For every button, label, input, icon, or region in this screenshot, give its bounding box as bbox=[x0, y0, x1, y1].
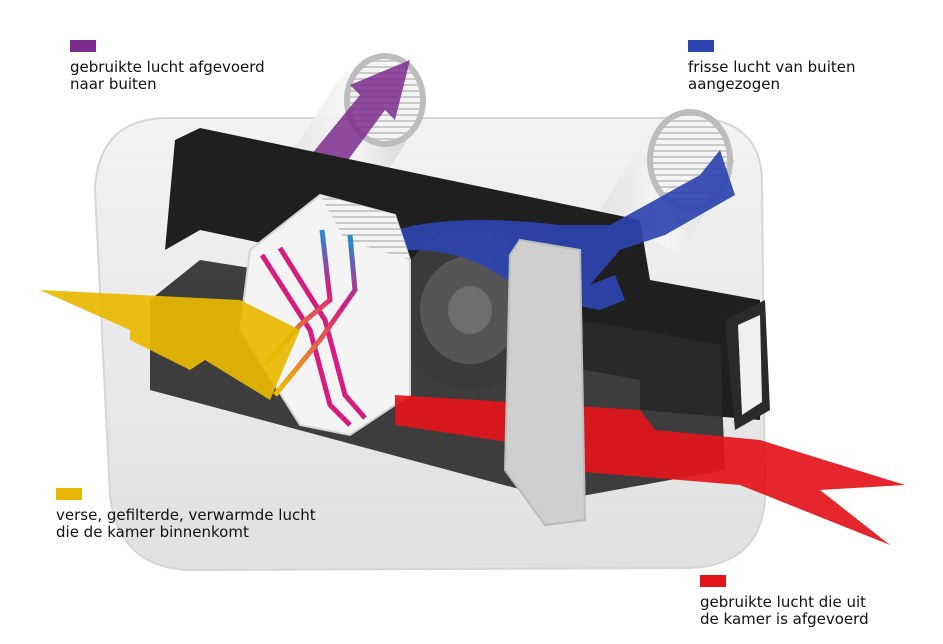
legend-swatch-red bbox=[700, 575, 726, 587]
legend-swatch-blue bbox=[688, 40, 714, 52]
legend-label: gebruikte lucht afgevoerd naar buiten bbox=[70, 58, 265, 93]
yellow-supply-flow bbox=[40, 290, 300, 400]
legend-label: gebruikte lucht die uit de kamer is afge… bbox=[700, 593, 869, 628]
legend-label: verse, gefilterde, verwarmde lucht die d… bbox=[56, 506, 316, 541]
support-post bbox=[503, 238, 587, 527]
legend-swatch-purple bbox=[70, 40, 96, 52]
legend-label: frisse lucht van buiten aangezogen bbox=[688, 58, 856, 93]
filter-panel bbox=[725, 300, 770, 430]
blue-intake-flow bbox=[360, 150, 735, 310]
legend-swatch-yellow bbox=[56, 488, 82, 500]
